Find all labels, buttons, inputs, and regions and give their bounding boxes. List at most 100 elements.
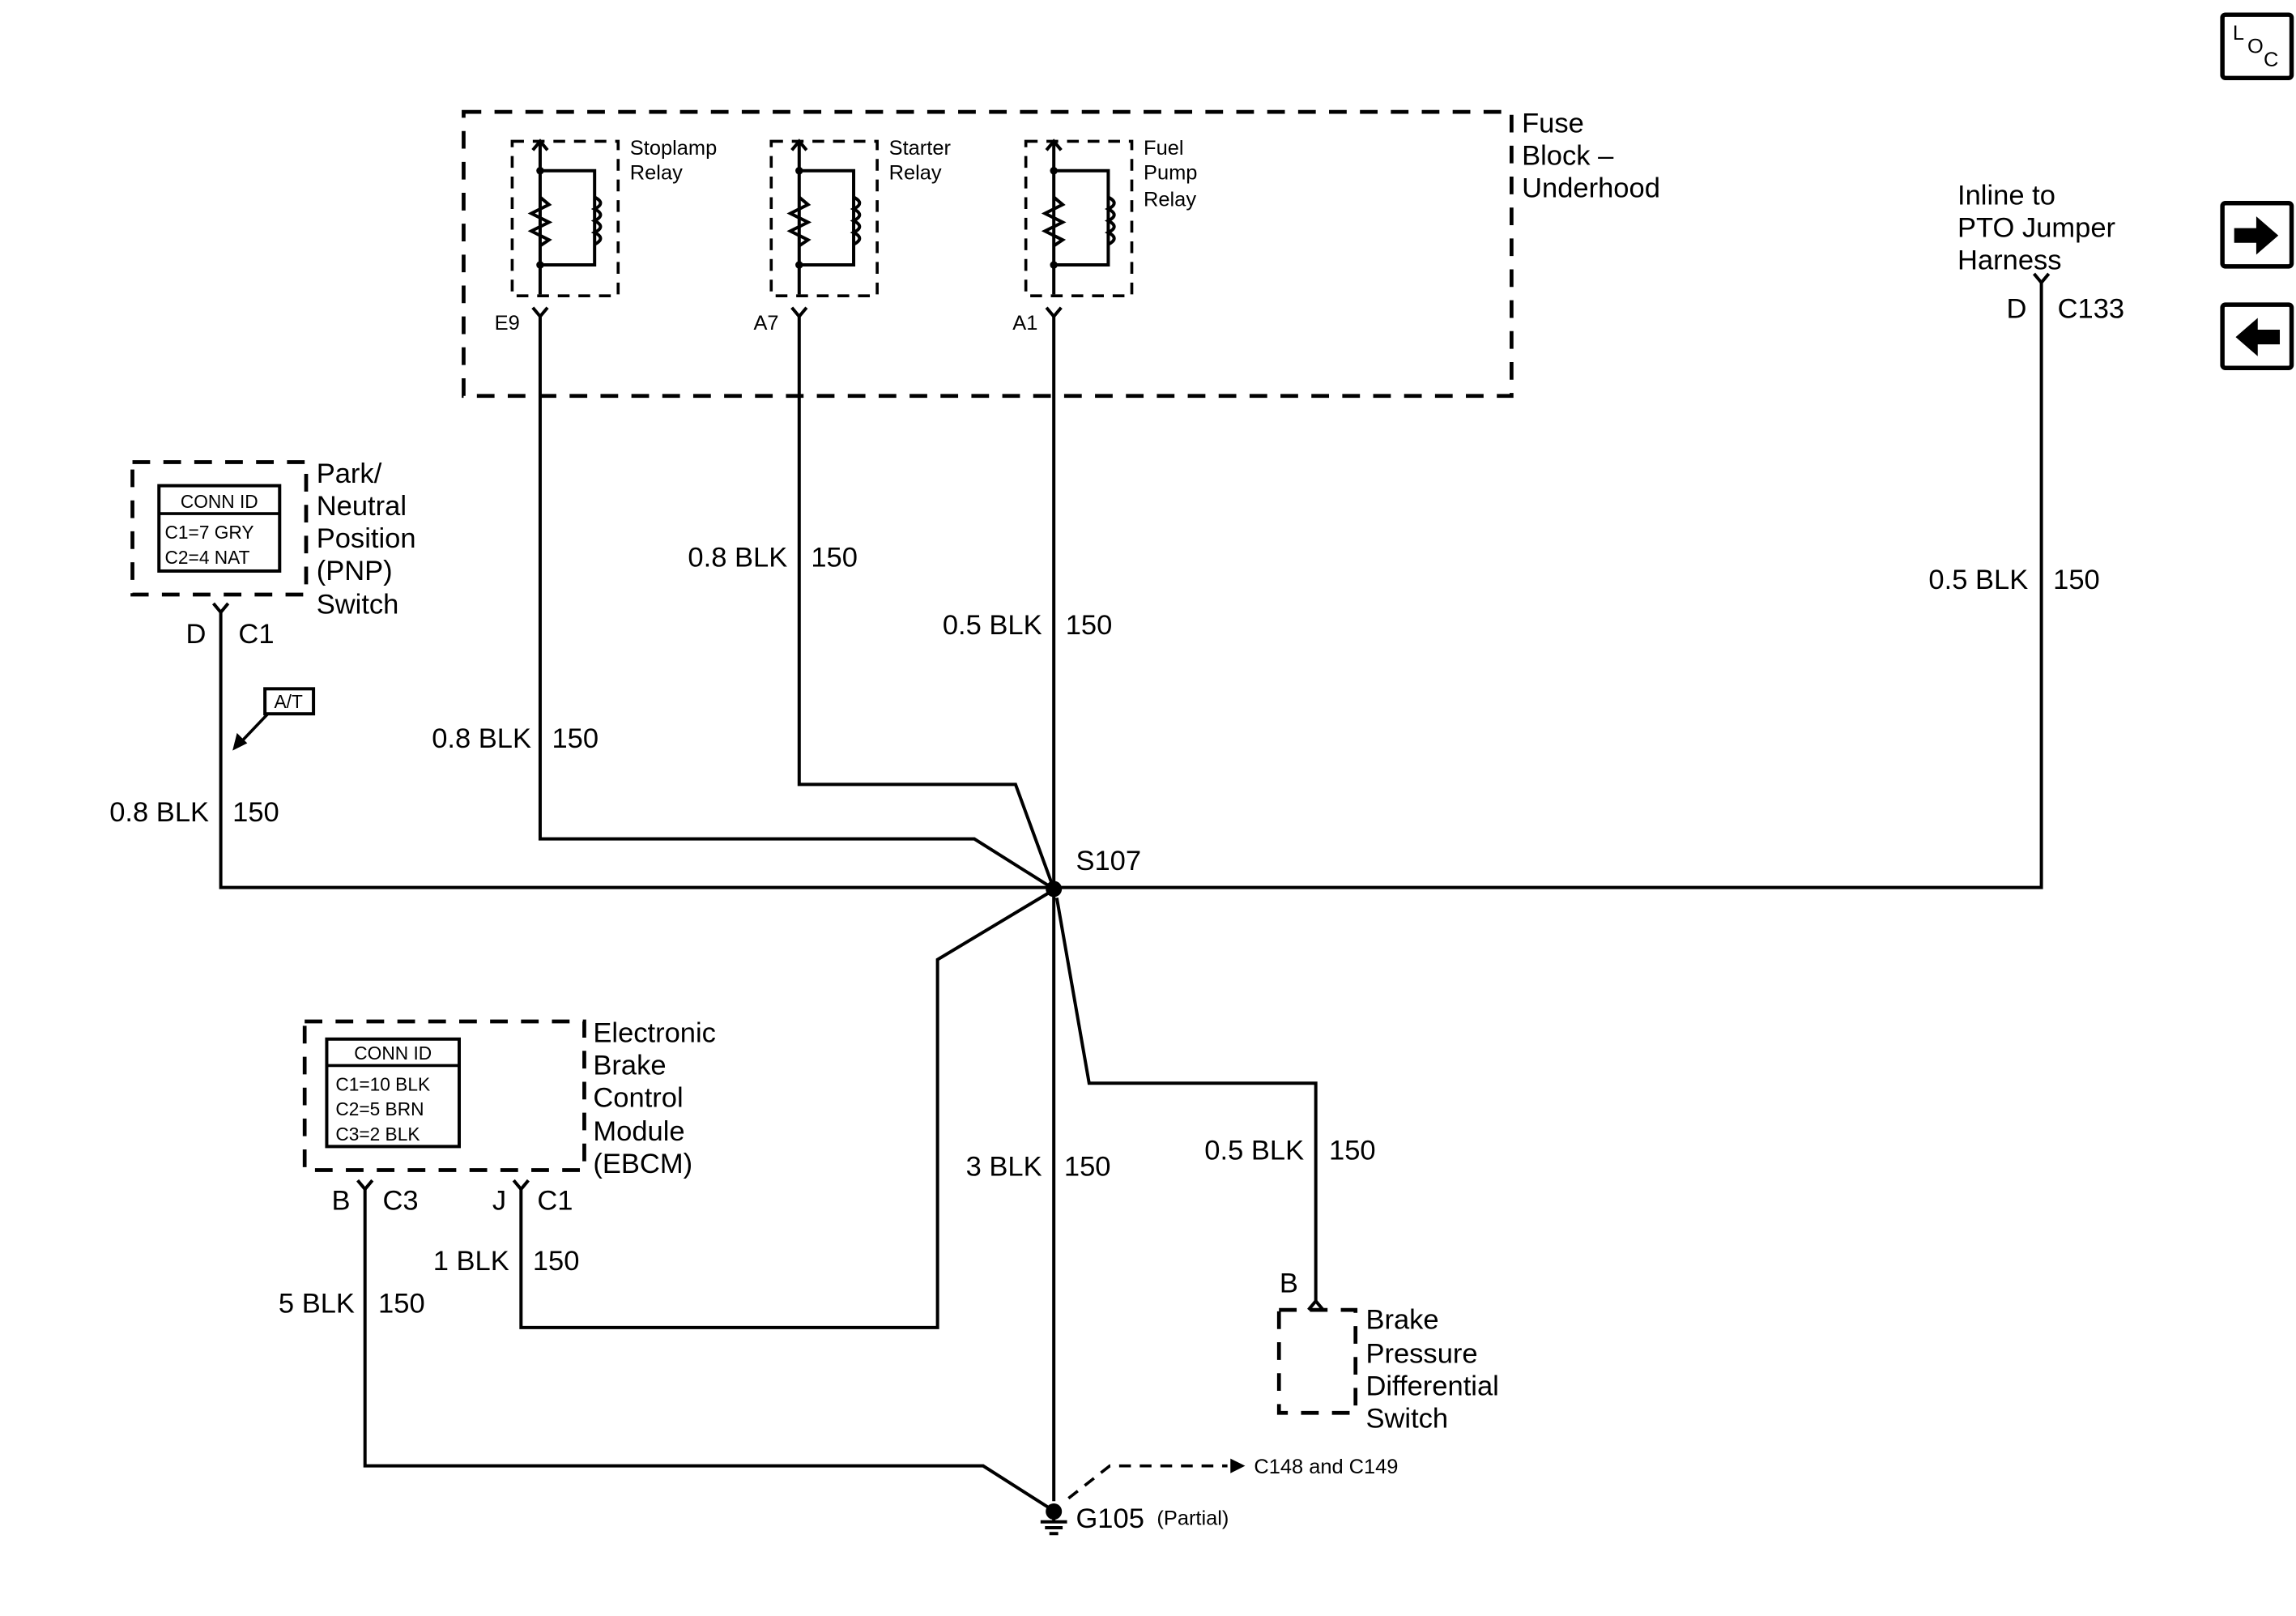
ebcm-label-line3: Control xyxy=(593,1082,683,1113)
brake-switch-outline xyxy=(1276,1307,1358,1415)
pnp-switch: CONN ID C1=7 GRY C2=4 NAT Park/ Neutral … xyxy=(130,458,416,751)
ebcm-c3-pin-label: B xyxy=(331,1186,350,1217)
loc-letter-c: C xyxy=(2264,49,2278,71)
at-option-label: A/T xyxy=(275,691,303,712)
wire-pto-circuit: 150 xyxy=(2053,565,2100,595)
fuel-pump-terminal-icon xyxy=(1045,306,1063,319)
pto-connector-label: C133 xyxy=(2058,293,2125,324)
brake-switch-label-line4: Switch xyxy=(1365,1403,1448,1434)
stoplamp-relay-label-line2: Relay xyxy=(630,162,683,185)
wire-ground-ref xyxy=(1067,1464,1228,1500)
previous-page-button[interactable] xyxy=(2220,302,2294,370)
ebcm-c1-connector-label: C1 xyxy=(537,1186,573,1217)
ebcm-c3-connector-label: C3 xyxy=(383,1186,419,1217)
brake-switch-label-line1: Brake xyxy=(1365,1305,1438,1336)
pnp-label-line2: Neutral xyxy=(317,491,407,522)
arrow-left-icon[interactable] xyxy=(2235,318,2281,356)
wire-pnp-pto-bus xyxy=(219,282,2043,889)
starter-relay: Starter Relay A7 xyxy=(753,137,951,335)
ground-ref-arrow-icon xyxy=(1230,1458,1246,1473)
pnp-conn-id-title: CONN ID xyxy=(181,491,258,512)
wire-stoplamp-color: 0.8 BLK xyxy=(432,723,531,754)
fuel-pump-terminal-label: A1 xyxy=(1012,312,1037,335)
location-icon[interactable] xyxy=(2220,12,2294,81)
pnp-conn-id-row: C1=7 GRY xyxy=(165,522,254,543)
splice-label: S107 xyxy=(1076,846,1141,876)
starter-terminal-label: A7 xyxy=(753,312,778,335)
pnp-conn-id-table xyxy=(157,484,282,573)
wire-ebcm-c3-circuit: 150 xyxy=(378,1289,425,1320)
starter-terminal-icon xyxy=(790,306,808,319)
wire-ebcm-c3 xyxy=(363,1189,1049,1509)
ebcm-conn-id-row: C2=5 BRN xyxy=(335,1098,424,1119)
fuel-pump-relay-frame xyxy=(1052,141,1110,295)
ebcm-label-line2: Brake xyxy=(593,1050,666,1081)
brake-switch-pin-label: B xyxy=(1280,1268,1298,1298)
starter-relay-resistor-icon xyxy=(786,195,812,248)
starter-relay-node xyxy=(795,167,803,175)
next-page-button[interactable] xyxy=(2220,201,2294,269)
pnp-connector-icon xyxy=(211,602,230,615)
stoplamp-relay-node xyxy=(536,261,544,269)
pnp-label-line5: Switch xyxy=(317,590,399,620)
ebcm-conn-id-title: CONN ID xyxy=(354,1043,432,1064)
stoplamp-terminal-icon xyxy=(531,306,549,319)
pto-label-line3: Harness xyxy=(1957,245,2062,276)
starter-relay-arrow-icon xyxy=(790,139,808,151)
pto-label-line2: PTO Jumper xyxy=(1957,213,2115,244)
wire-brake-switch-color: 0.5 BLK xyxy=(1204,1136,1304,1166)
wire-ebcm-c1 xyxy=(519,892,1049,1329)
wire-ground-main-circuit: 150 xyxy=(1064,1152,1111,1183)
ebcm-conn-id-row: C3=2 BLK xyxy=(335,1124,420,1145)
ebcm-conn-id-row: C1=10 BLK xyxy=(335,1073,430,1094)
wire-fuel-pump-circuit: 150 xyxy=(1066,610,1113,641)
loc-letter-o: O xyxy=(2247,35,2264,58)
fuel-pump-relay-node xyxy=(1050,167,1058,175)
at-option-tag xyxy=(263,687,316,716)
ebcm-c3-connector-icon xyxy=(356,1179,374,1192)
pnp-label-line1: Park/ xyxy=(317,458,382,489)
stoplamp-relay-label-line1: Stoplamp xyxy=(630,137,717,160)
pnp-pin-label: D xyxy=(185,619,206,650)
pto-connector-icon xyxy=(2032,272,2051,285)
starter-relay-frame xyxy=(797,141,856,295)
wire-fuel-pump-color: 0.5 BLK xyxy=(943,610,1042,641)
wire-pto-color: 0.5 BLK xyxy=(1928,565,2028,595)
stoplamp-relay: Stoplamp Relay E9 xyxy=(495,137,718,335)
wire-ebcm-c3-color: 5 BLK xyxy=(279,1289,355,1320)
starter-relay-label-line2: Relay xyxy=(889,162,942,185)
fuse-block-underhood: Fuse Block – Underhood xyxy=(462,109,1660,399)
brake-switch-label-line3: Differential xyxy=(1365,1371,1498,1401)
stoplamp-relay-outline xyxy=(510,139,620,298)
starter-relay-node xyxy=(795,261,803,269)
wire-labels: 0.8 BLK 150 0.8 BLK 150 0.5 BLK 150 0.5 … xyxy=(109,543,2100,1320)
wire-brake-switch-circuit: 150 xyxy=(1329,1136,1376,1166)
location-button[interactable]: L O C xyxy=(2220,12,2294,81)
ground-g105: G105 (Partial) C148 and C149 xyxy=(1040,1456,1398,1536)
starter-relay-outline xyxy=(769,139,879,298)
stoplamp-relay-coil-icon xyxy=(590,195,603,246)
fuel-pump-relay-outline xyxy=(1024,139,1134,298)
wire-ebcm-c1-circuit: 150 xyxy=(533,1246,580,1277)
fuel-pump-relay-node xyxy=(1050,261,1058,269)
ground-ref-label: C148 and C149 xyxy=(1254,1456,1398,1478)
brake-switch-label-line2: Pressure xyxy=(1365,1338,1477,1369)
arrow-right-icon[interactable] xyxy=(2234,216,2279,255)
fuel-pump-relay-label-line3: Relay xyxy=(1144,188,1196,211)
fuel-pump-relay-label-line2: Pump xyxy=(1144,162,1197,185)
wire-pnp-circuit: 150 xyxy=(232,797,279,828)
ground-id-label: G105 xyxy=(1076,1503,1144,1534)
ground-icon xyxy=(1040,1511,1067,1536)
loc-letter-l: L xyxy=(2233,22,2244,45)
wire-ground-main-color: 3 BLK xyxy=(966,1152,1042,1183)
stoplamp-relay-node xyxy=(536,167,544,175)
starter-relay-label-line1: Starter xyxy=(889,137,952,160)
brake-switch-connector-icon xyxy=(1307,1298,1325,1311)
fuse-block-label-line1: Fuse xyxy=(1522,109,1584,139)
wire-stoplamp xyxy=(538,316,1055,891)
wires xyxy=(219,282,2043,1509)
pto-jumper-harness: Inline to PTO Jumper Harness D C133 xyxy=(1957,181,2124,325)
ebcm-conn-id-table xyxy=(325,1037,461,1149)
ebcm-label-line4: Module xyxy=(593,1116,684,1147)
